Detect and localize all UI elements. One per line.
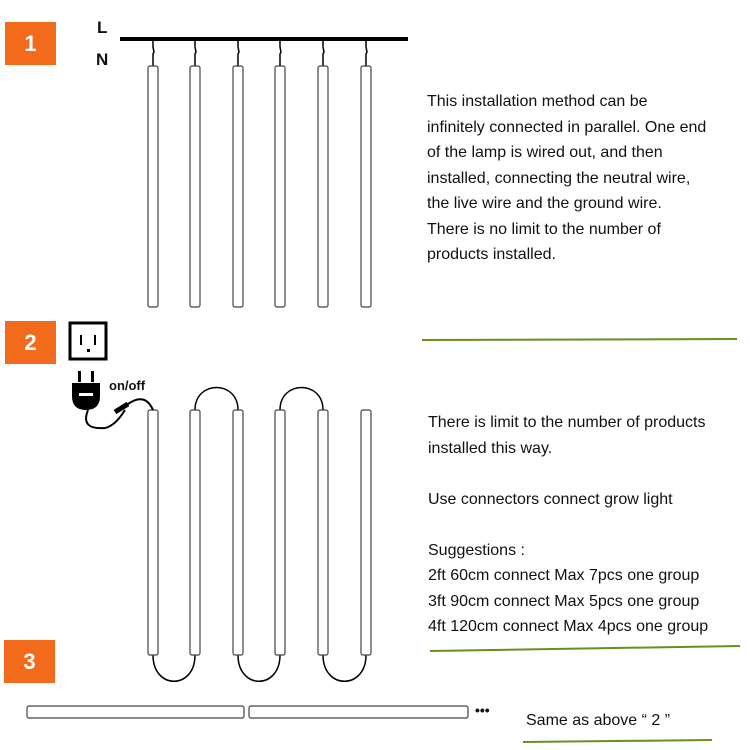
- parallel-tubes: [147, 39, 372, 308]
- text-line: of the lamp is wired out, and then: [427, 144, 663, 161]
- connector-cable: [279, 386, 324, 411]
- plug-icon: [72, 371, 154, 430]
- lamp-tube: [274, 409, 286, 656]
- text-line: [428, 461, 708, 487]
- text-line: infinitely connected in parallel. One en…: [427, 118, 707, 136]
- lamp-tube: [317, 65, 329, 308]
- drop-wire: [152, 39, 155, 66]
- divider-2: [429, 645, 741, 652]
- switch-label: on/off: [109, 378, 146, 393]
- drop-wire: [279, 39, 282, 66]
- connector-cable: [237, 654, 281, 682]
- text-line: There is no limit to the number of: [427, 220, 661, 238]
- lamp-tube: [232, 409, 244, 656]
- divider-3: [522, 739, 713, 743]
- text-line: There is limit to the number of products: [428, 414, 706, 431]
- section1-text: This installation method can be infinitel…: [427, 89, 706, 268]
- drop-wire: [322, 39, 325, 66]
- end-to-end-tubes: [26, 705, 469, 719]
- lamp-tube: [147, 409, 159, 656]
- step-badge-2: 2: [5, 321, 56, 364]
- text-line: 2ft 60cm connect Max 7pcs one group: [428, 567, 700, 584]
- text-line: [428, 512, 708, 538]
- text-line: installed this way.: [428, 439, 553, 457]
- lamp-tube: [360, 409, 372, 656]
- divider-1: [421, 338, 738, 341]
- section2-text: There is limit to the number of products…: [428, 410, 708, 640]
- lamp-tube: [147, 65, 159, 308]
- lamp-tube: [189, 65, 201, 308]
- text-line: This installation method can be: [427, 93, 648, 110]
- lamp-tube: [360, 65, 372, 308]
- drop-wire: [194, 39, 197, 66]
- lamp-tube: [189, 409, 201, 656]
- text-line: 3ft 90cm connect Max 5pcs one group: [428, 592, 700, 610]
- drop-wire: [237, 39, 240, 66]
- neutral-wire-label: N: [96, 50, 109, 69]
- connector-cable: [194, 386, 239, 411]
- step-badge-3: 3: [4, 640, 55, 683]
- text-line: the live wire and the ground wire.: [427, 195, 662, 212]
- drop-wire: [365, 39, 368, 66]
- connector-cable: [152, 654, 196, 682]
- outlet-icon: [68, 321, 108, 361]
- text-line: products installed.: [427, 246, 556, 263]
- text-line: Suggestions :: [428, 541, 525, 559]
- step-badge-1: 1: [5, 22, 56, 65]
- lamp-tube: [317, 409, 329, 656]
- text-line: 4ft 120cm connect Max 4pcs one group: [428, 618, 709, 635]
- series-tubes: [147, 386, 372, 682]
- live-wire-label: L: [97, 18, 108, 37]
- lamp-tube: [232, 65, 244, 308]
- section3-text: Same as above “ 2 ”: [526, 712, 671, 729]
- continuation-dots: •••: [475, 702, 490, 718]
- text-line: installed, connecting the neutral wire,: [427, 169, 691, 187]
- lamp-tube: [274, 65, 286, 308]
- text-line: Use connectors connect grow light: [428, 490, 673, 508]
- connector-cable: [322, 654, 367, 682]
